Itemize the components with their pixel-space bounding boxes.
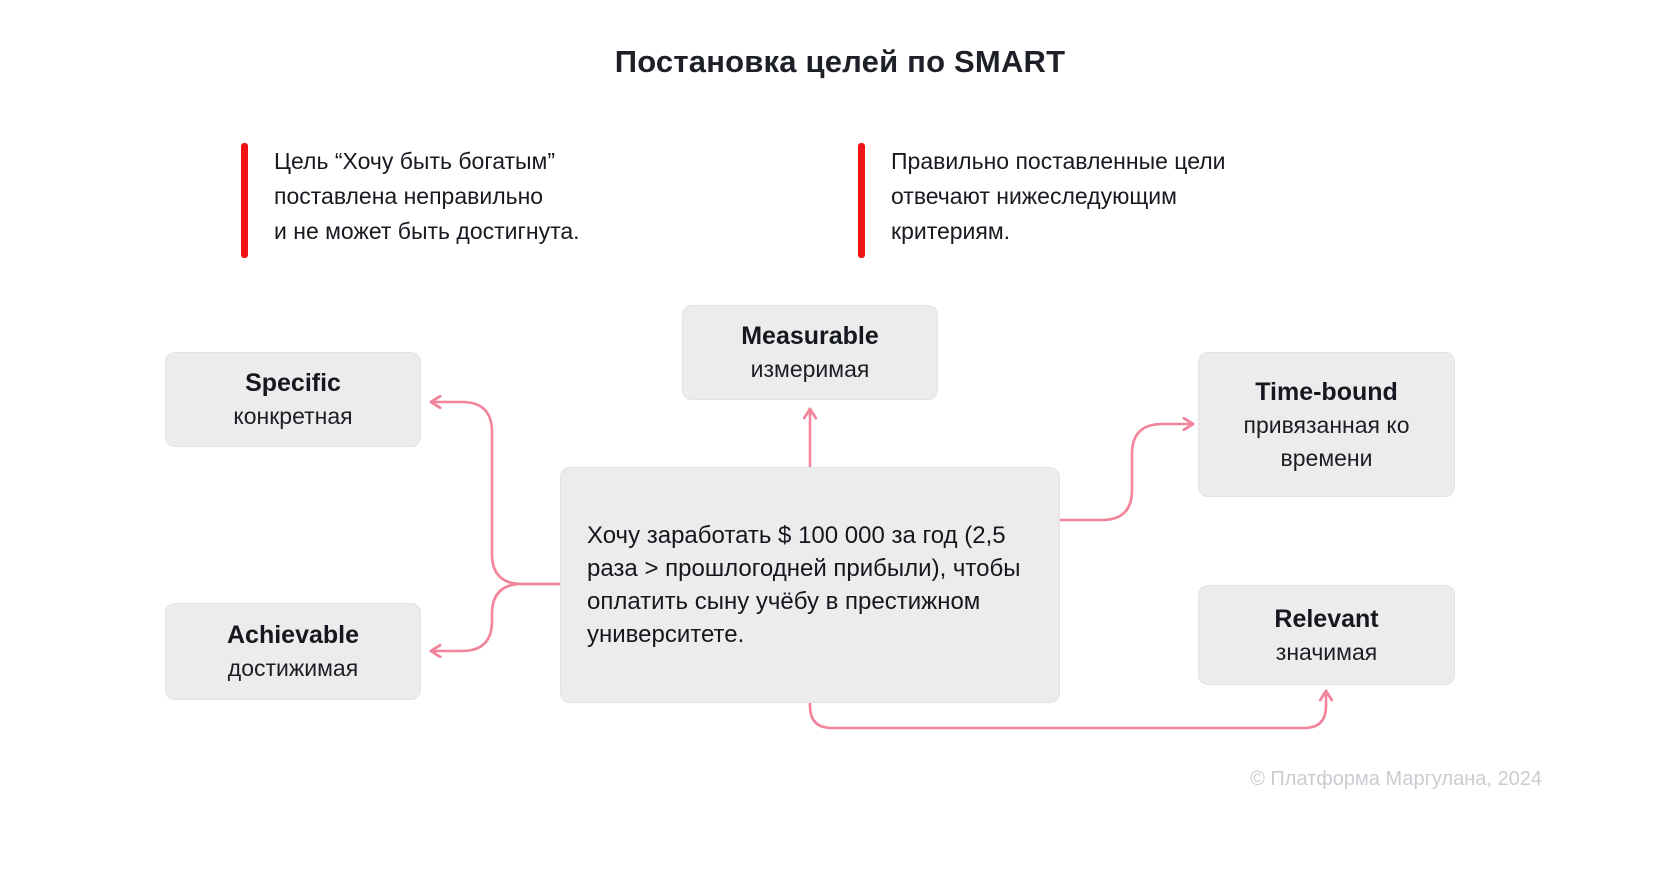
criterion-subtitle: достижимая xyxy=(227,655,359,681)
criterion-subtitle: значимая xyxy=(1275,638,1378,665)
callout-line: поставлена неправильно xyxy=(274,183,544,209)
criterion-box-achievable: Achievable достижимая xyxy=(165,603,421,700)
criterion-box-specific: Specific конкретная xyxy=(165,352,421,447)
callout-correct-goals-text: Правильно поставленные цели отвечают ниж… xyxy=(891,143,1226,258)
arrow-to-specific xyxy=(432,402,562,586)
arrow-to-achievable xyxy=(432,582,562,651)
callout-line: Правильно поставленные цели xyxy=(891,148,1226,174)
criterion-title: Time-bound xyxy=(1255,377,1398,406)
criterion-box-measurable: Measurable измеримая xyxy=(682,305,938,400)
callout-line: отвечают нижеследующим xyxy=(891,183,1177,209)
callout-wrong-goal: Цель “Хочу быть богатым” поставлена непр… xyxy=(241,143,580,258)
red-accent-bar xyxy=(241,143,248,258)
criterion-subtitle: привязанная ко времени xyxy=(1243,411,1410,471)
criterion-subtitle: конкретная xyxy=(233,403,353,429)
callout-wrong-goal-text: Цель “Хочу быть богатым” поставлена непр… xyxy=(274,143,580,258)
callout-line: критериям. xyxy=(891,218,1011,244)
criterion-title: Relevant xyxy=(1274,604,1379,633)
criterion-title: Specific xyxy=(245,369,341,397)
goal-example-text: Хочу заработать $ 100 000 за год (2,5 ра… xyxy=(587,522,1021,648)
criterion-box-relevant: Relevant значимая xyxy=(1198,585,1455,685)
arrow-to-time-bound xyxy=(1058,424,1192,522)
criterion-title: Measurable xyxy=(741,322,879,350)
footer-credit: © Платформа Маргулана, 2024 xyxy=(1250,768,1542,790)
criterion-box-time-bound: Time-bound привязанная ко времени xyxy=(1198,352,1455,497)
goal-example-box: Хочу заработать $ 100 000 за год (2,5 ра… xyxy=(560,467,1060,703)
page-title: Постановка целей по SMART xyxy=(614,44,1066,79)
callout-line: Цель “Хочу быть богатым” xyxy=(274,148,556,174)
callout-line: и не может быть достигнута. xyxy=(274,218,580,244)
criterion-subtitle: измеримая xyxy=(750,356,870,382)
criterion-title: Achievable xyxy=(226,621,359,649)
red-accent-bar xyxy=(858,143,865,258)
callout-correct-goals: Правильно поставленные цели отвечают ниж… xyxy=(858,143,1226,258)
